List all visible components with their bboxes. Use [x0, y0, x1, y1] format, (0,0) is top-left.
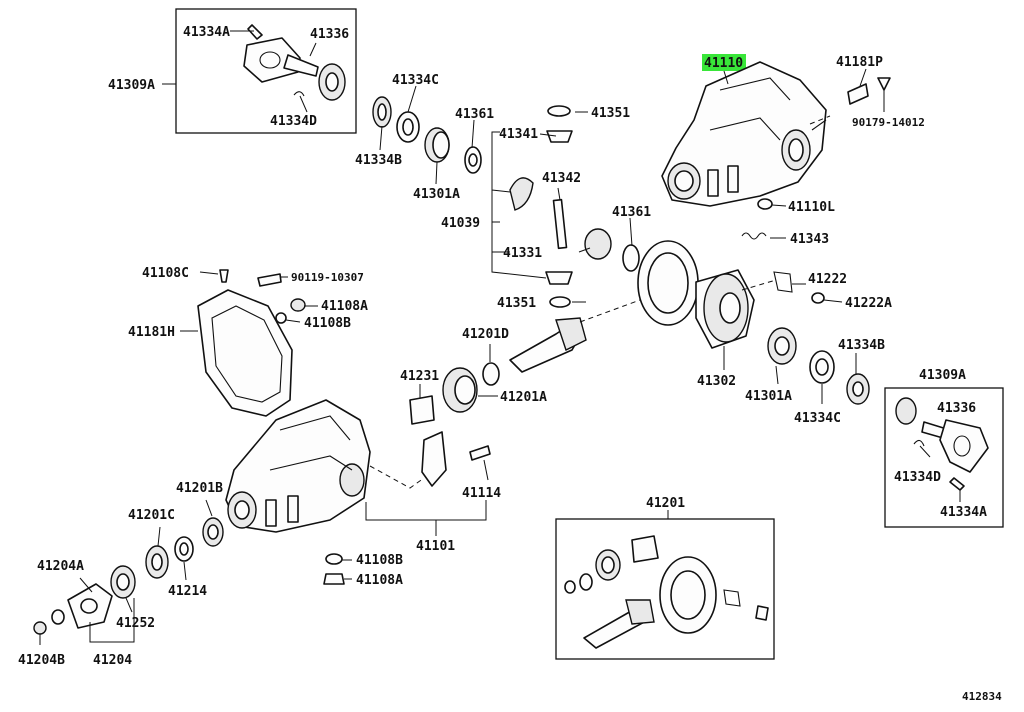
callout-41114[interactable]: 41114 [462, 486, 501, 501]
callout-90119-10307[interactable]: 90119-10307 [291, 271, 364, 284]
callout-41361-mid[interactable]: 41361 [612, 205, 651, 220]
callout-41222A[interactable]: 41222A [845, 296, 892, 311]
callout-41334B-top[interactable]: 41334B [355, 153, 402, 168]
callout-41204A[interactable]: 41204A [37, 559, 84, 574]
drive-pinion [409, 317, 587, 425]
callout-41309A-left[interactable]: 41309A [108, 78, 155, 93]
callout-41108C[interactable]: 41108C [142, 266, 189, 281]
callout-41110L[interactable]: 41110L [788, 200, 835, 215]
leader-lines [39, 30, 961, 645]
part-callouts: 41334A 41336 41309A 41334D 41334C 41361 … [18, 25, 987, 668]
flange-assembly-top-left [243, 24, 346, 101]
diagram-id: 412834 [962, 690, 1002, 703]
differential-pinion-gears [509, 105, 640, 308]
callout-41301A-top[interactable]: 41301A [413, 187, 460, 202]
callout-41301A-right[interactable]: 41301A [745, 389, 792, 404]
callout-41336-right[interactable]: 41336 [937, 401, 976, 416]
callout-41181H[interactable]: 41181H [128, 325, 175, 340]
callout-41331[interactable]: 41331 [503, 246, 542, 261]
ring-gear-and-case [637, 240, 870, 405]
kit-box-bottom-center [555, 518, 775, 660]
kit-box-right [884, 387, 1004, 528]
flange-assembly-right [895, 397, 989, 491]
carrier-housing-upper [661, 61, 891, 240]
callout-41039[interactable]: 41039 [441, 216, 480, 231]
callout-41181P[interactable]: 41181P [836, 55, 883, 70]
callout-41108B-bottom[interactable]: 41108B [356, 553, 403, 568]
ring-and-pinion-kit [564, 535, 769, 649]
nut-41108B [325, 553, 343, 565]
bearing-parts-upper [372, 96, 482, 174]
callout-41201A[interactable]: 41201A [500, 390, 547, 405]
callout-41108B-top[interactable]: 41108B [304, 316, 351, 331]
callout-41110[interactable]: 41110 [704, 56, 743, 71]
callout-41222[interactable]: 41222 [808, 272, 847, 287]
callout-41101[interactable]: 41101 [416, 539, 455, 554]
callout-41108A-bottom[interactable]: 41108A [356, 573, 403, 588]
highlight-marker [702, 54, 746, 71]
alignment-lines [369, 115, 831, 489]
callout-41309A-right[interactable]: 41309A [919, 368, 966, 383]
callout-41351-mid[interactable]: 41351 [497, 296, 536, 311]
callout-41334A-top[interactable]: 41334A [183, 25, 230, 40]
callout-41334C-top[interactable]: 41334C [392, 73, 439, 88]
callout-41341[interactable]: 41341 [499, 127, 538, 142]
callout-90179-14012[interactable]: 90179-14012 [852, 116, 925, 129]
callout-41302[interactable]: 41302 [697, 374, 736, 389]
callout-41231[interactable]: 41231 [400, 369, 439, 384]
rear-cover [197, 269, 306, 417]
kit-box-top-left [175, 8, 357, 134]
callout-41343[interactable]: 41343 [790, 232, 829, 247]
callout-41204[interactable]: 41204 [93, 653, 132, 668]
nut-41108A [323, 573, 345, 585]
companion-flange-lower [33, 517, 224, 635]
callout-41361-top[interactable]: 41361 [455, 107, 494, 122]
callout-41334C-right[interactable]: 41334C [794, 411, 841, 426]
callout-41342[interactable]: 41342 [542, 171, 581, 186]
callout-41334A-right[interactable]: 41334A [940, 505, 987, 520]
callout-41334D-right[interactable]: 41334D [894, 470, 941, 485]
callout-41201-kit[interactable]: 41201 [646, 496, 685, 511]
carrier-housing-lower [225, 399, 491, 533]
callout-41201C[interactable]: 41201C [128, 508, 175, 523]
callout-41336-top[interactable]: 41336 [310, 27, 349, 42]
callout-41214[interactable]: 41214 [168, 584, 207, 599]
callout-41204B[interactable]: 41204B [18, 653, 65, 668]
callout-41201D[interactable]: 41201D [462, 327, 509, 342]
callout-41108A-top[interactable]: 41108A [321, 299, 368, 314]
callout-41334B-right[interactable]: 41334B [838, 338, 885, 353]
callout-41252[interactable]: 41252 [116, 616, 155, 631]
callout-41201B[interactable]: 41201B [176, 481, 223, 496]
callout-41334D-top[interactable]: 41334D [270, 114, 317, 129]
callout-41351-top[interactable]: 41351 [591, 106, 630, 121]
